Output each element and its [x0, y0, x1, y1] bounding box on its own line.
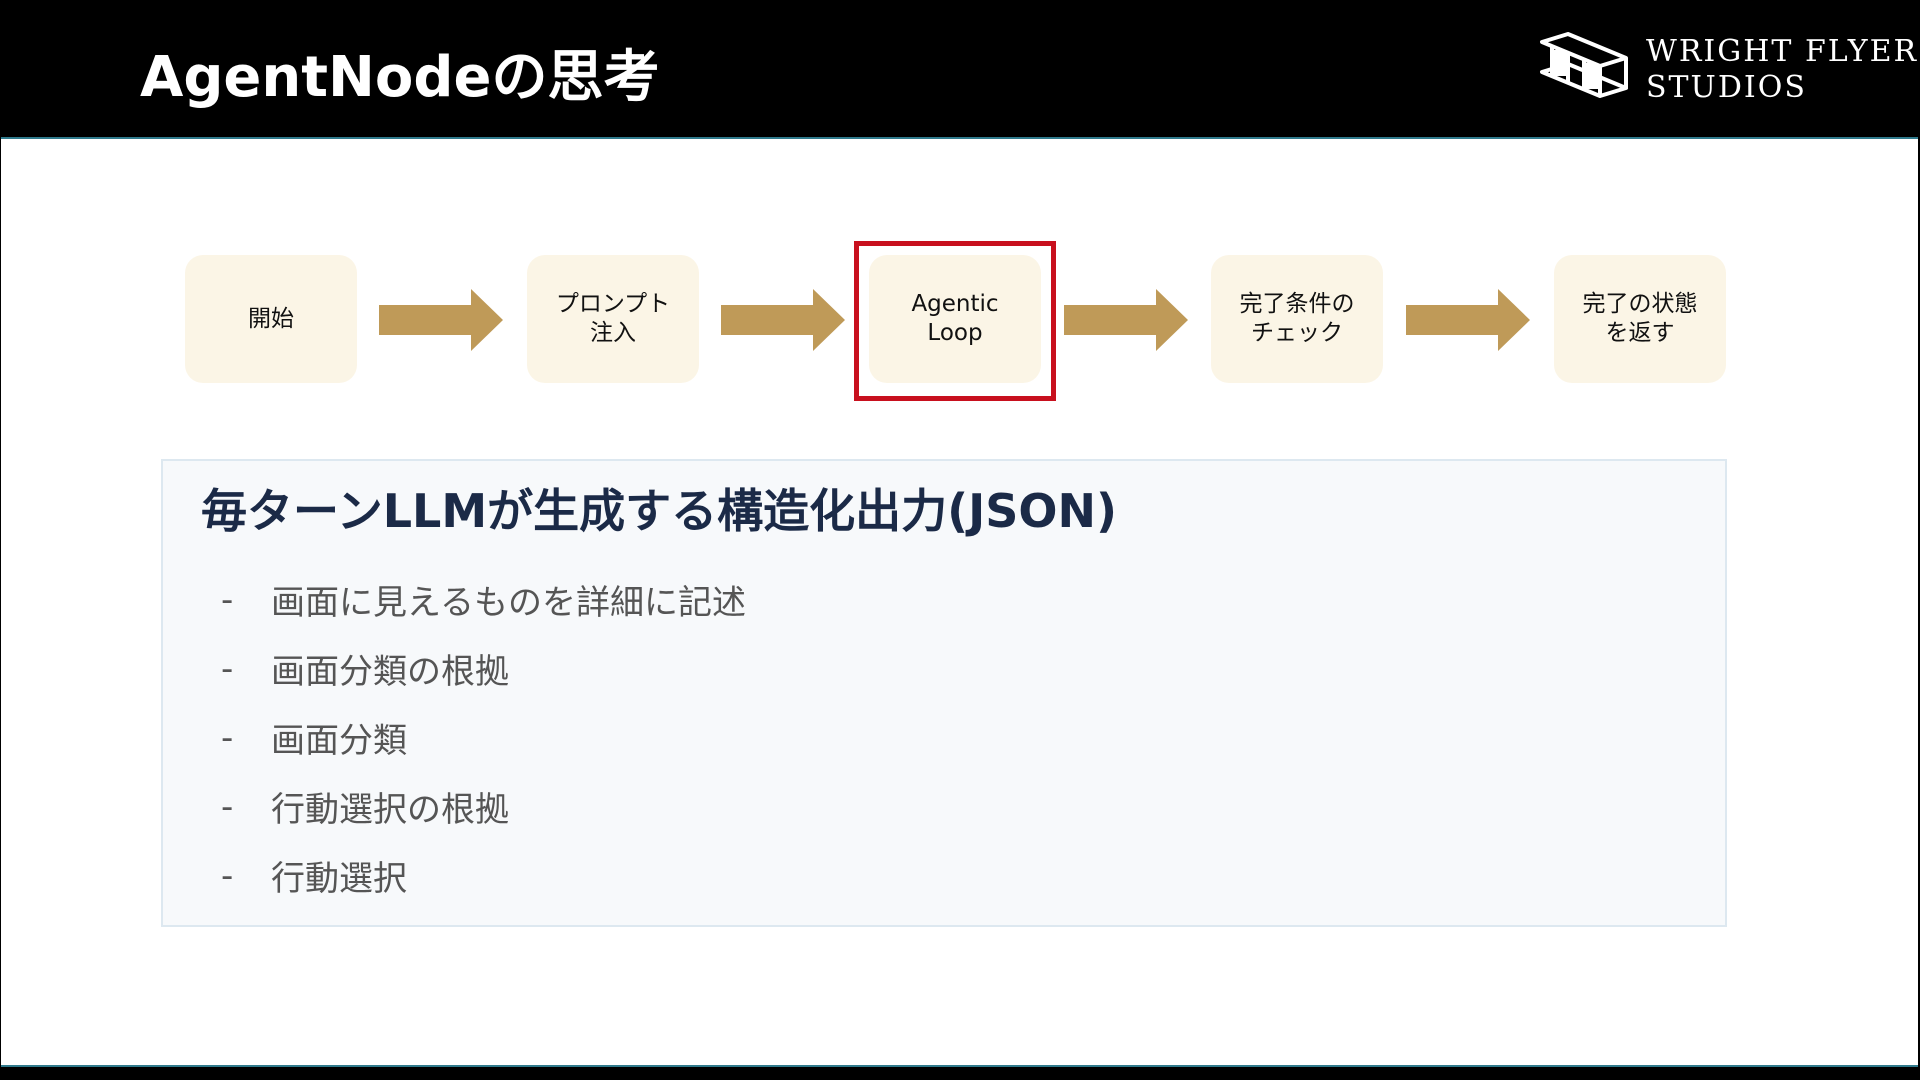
list-item-text: 画面分類の根拠 — [271, 652, 509, 692]
highlight-frame — [854, 241, 1056, 401]
right-arrow-icon — [379, 289, 503, 351]
flow-step-agentic-loop: Agentic Loop — [869, 255, 1041, 383]
right-arrow-icon — [721, 289, 845, 351]
list-item-text: 行動選択の根拠 — [271, 790, 509, 830]
bullet-marker: - — [221, 717, 234, 758]
flow-step-start: 開始 — [185, 255, 357, 383]
list-item-text: 行動選択 — [271, 859, 407, 899]
slide-content: 開始 プロンプト 注入 Agentic Loop 完了条件の チェック 完了の状… — [1, 137, 1918, 1067]
panel-heading: 毎ターンLLMが生成する構造化出力(JSON) — [201, 484, 1117, 538]
wright-flyer-logo: WRIGHT FLYER STUDIOS — [1538, 28, 1916, 112]
header-bar: AgentNodeの思考 WRIGHT FLYER STUDIOS — [0, 0, 1920, 137]
process-flow: 開始 プロンプト 注入 Agentic Loop 完了条件の チェック 完了の状… — [1, 139, 1918, 439]
flow-step-completion-check: 完了条件の チェック — [1211, 255, 1383, 383]
right-arrow-icon — [1406, 289, 1530, 351]
logo-line-2: STUDIOS — [1646, 70, 1807, 105]
slide-title: AgentNodeの思考 — [140, 45, 660, 110]
list-item: - 行動選択の根拠 — [221, 772, 746, 841]
logo-line-1: WRIGHT FLYER — [1646, 34, 1919, 69]
list-item: - 行動選択 — [221, 841, 746, 910]
list-item: - 画面に見えるものを詳細に記述 — [221, 565, 746, 634]
structured-output-panel: 毎ターンLLMが生成する構造化出力(JSON) - 画面に見えるものを詳細に記述… — [161, 459, 1727, 927]
output-fields-list: - 画面に見えるものを詳細に記述 - 画面分類の根拠 - 画面分類 - 行動選択… — [221, 565, 746, 910]
bullet-marker: - — [221, 855, 234, 896]
flow-step-prompt-injection: プロンプト 注入 — [527, 255, 699, 383]
bullet-marker: - — [221, 579, 234, 620]
list-item: - 画面分類 — [221, 703, 746, 772]
bullet-marker: - — [221, 648, 234, 689]
list-item-text: 画面分類 — [271, 721, 407, 761]
list-item: - 画面分類の根拠 — [221, 634, 746, 703]
right-arrow-icon — [1064, 289, 1188, 351]
list-item-text: 画面に見えるものを詳細に記述 — [271, 583, 746, 623]
biplane-logo-icon — [1540, 32, 1628, 98]
bullet-marker: - — [221, 786, 234, 827]
logo-text: WRIGHT FLYER STUDIOS — [1646, 34, 1918, 106]
flow-step-return-state: 完了の状態 を返す — [1554, 255, 1726, 383]
